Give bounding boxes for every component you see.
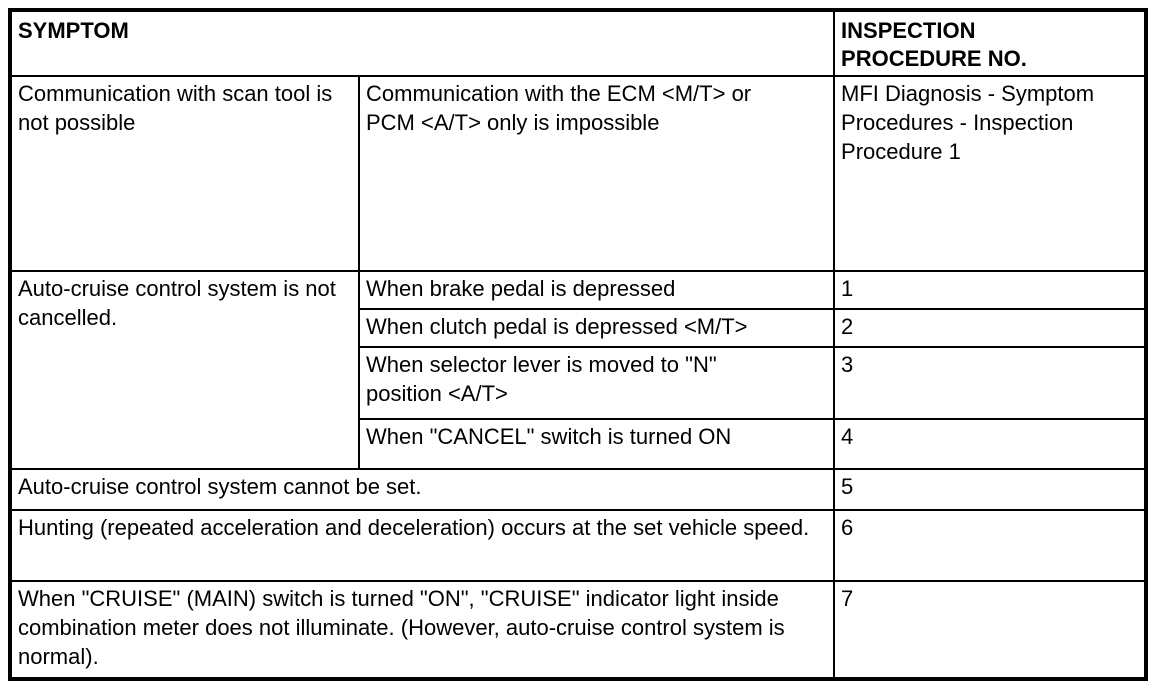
table-row-brake-pedal: Auto-cruise control system is not cancel… (9, 270, 1148, 470)
symptom-text: Auto-cruise control system is not cancel… (18, 276, 336, 330)
inspection-procedure-column-header: INSPECTION PROCEDURE NO. (833, 9, 1148, 77)
procedure-cell-communication: MFI Diagnosis - Symptom Procedures - Ins… (833, 75, 1148, 272)
symptom-cell-communication: Communication with scan tool is not poss… (9, 75, 360, 272)
condition-cell-communication: Communication with the ECM <M/T> or PCM … (357, 75, 836, 272)
table-header-row: SYMPTOM INSPECTION PROCEDURE NO. (8, 9, 1148, 77)
condition-cell-cancel-switch: When "CANCEL" switch is turned ON (357, 418, 836, 470)
table-row-cruise-indicator: When "CRUISE" (MAIN) switch is turned "O… (8, 580, 1148, 680)
inspection-procedure-header-label: INSPECTION PROCEDURE NO. (841, 18, 1027, 71)
symptom-text: Communication with scan tool is not poss… (18, 81, 333, 135)
table-row-hunting: Hunting (repeated acceleration and decel… (8, 509, 1148, 582)
condition-cell-clutch-pedal: When clutch pedal is depressed <M/T> (357, 308, 836, 348)
procedure-no-cell: 2 (833, 308, 1148, 348)
table-row-clutch-pedal: When clutch pedal is depressed <M/T> 2 (10, 308, 1148, 348)
table-row-cannot-be-set: Auto-cruise control system cannot be set… (8, 468, 1148, 511)
symptom-column-header: SYMPTOM (8, 9, 836, 77)
procedure-no-cell: 1 (833, 270, 1148, 310)
condition-text: Communication with the ECM <M/T> or PCM … (366, 81, 752, 135)
symptom-cell-cruise-indicator: When "CRUISE" (MAIN) switch is turned "O… (8, 580, 836, 680)
table-row-communication: Communication with scan tool is not poss… (9, 75, 1148, 272)
condition-text: When selector lever is moved to "N" posi… (366, 352, 717, 406)
symptom-cell-not-cancelled: Auto-cruise control system is not cancel… (9, 270, 360, 470)
procedure-no-cell: 4 (833, 418, 1148, 470)
table-row-cancel-switch: When "CANCEL" switch is turned ON 4 (10, 418, 1148, 470)
symptom-table: SYMPTOM INSPECTION PROCEDURE NO. Communi… (8, 8, 1149, 681)
table-row-selector-lever: When selector lever is moved to "N" posi… (10, 346, 1148, 420)
procedure-no-cell: 7 (833, 580, 1148, 680)
condition-cell-brake-pedal: When brake pedal is depressed (357, 270, 836, 310)
procedure-no-cell: 6 (833, 509, 1148, 582)
procedure-no-cell: 3 (833, 346, 1148, 420)
condition-cell-selector-lever: When selector lever is moved to "N" posi… (357, 346, 836, 420)
symptom-cell-hunting: Hunting (repeated acceleration and decel… (8, 509, 836, 582)
procedure-no-cell: 5 (833, 468, 1148, 511)
symptom-cell-cannot-be-set: Auto-cruise control system cannot be set… (8, 468, 836, 511)
